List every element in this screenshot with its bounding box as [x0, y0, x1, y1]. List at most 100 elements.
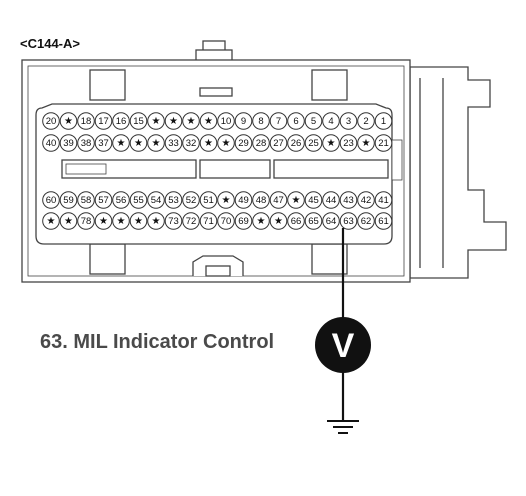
pin-number: 26 [291, 138, 302, 149]
pin-number: 4 [328, 116, 333, 127]
pin-number: 3 [346, 116, 351, 127]
pin-number: 27 [273, 138, 284, 149]
pin-cavity [234, 134, 253, 152]
pin-cavity [129, 134, 148, 152]
pin-number: 20 [46, 116, 57, 127]
pin-cavity [129, 212, 148, 230]
voltmeter-symbol: V [332, 327, 355, 365]
pin-number: 52 [186, 195, 197, 206]
pin-cavity [129, 112, 148, 130]
pin-number: 16 [116, 116, 127, 127]
pin-number: 57 [98, 195, 109, 206]
pin-unused-marker: ★ [117, 216, 126, 227]
pin-cavity [234, 112, 253, 130]
pin-number: 56 [116, 195, 127, 206]
pin-cavity [199, 134, 218, 152]
pin-cavity [94, 134, 113, 152]
pin-number: 44 [326, 195, 337, 206]
pin-number: 29 [238, 138, 249, 149]
pin-unused-marker: ★ [117, 138, 126, 149]
pin-cavity [357, 112, 375, 130]
pin-unused-marker: ★ [152, 216, 161, 227]
pin-number: 51 [203, 195, 214, 206]
pin-cavity [339, 191, 358, 209]
pin-unused-marker: ★ [134, 138, 143, 149]
pin-unused-marker: ★ [327, 138, 336, 149]
pin-number: 18 [81, 116, 92, 127]
ground-icon [327, 420, 359, 434]
pin-cavity [42, 112, 60, 130]
pin-cavity [164, 212, 183, 230]
pin-unused-marker: ★ [152, 116, 161, 127]
pin-number: 21 [378, 138, 389, 149]
pin-number: 78 [81, 216, 92, 227]
pin-number: 17 [98, 116, 109, 127]
pin-cavity [322, 212, 340, 230]
pin-number: 45 [308, 195, 319, 206]
pin-cavity [59, 191, 78, 209]
pin-cavity [77, 212, 95, 230]
pin-number: 70 [221, 216, 232, 227]
pin-unused-marker: ★ [362, 138, 371, 149]
side-clip [409, 66, 507, 279]
pin-cavity [199, 191, 218, 209]
pin-number: 69 [238, 216, 249, 227]
pin-cavity [322, 191, 340, 209]
pin-cavity [287, 112, 305, 130]
pin-number: 49 [238, 195, 249, 206]
pin-cavity [304, 191, 323, 209]
pin-number: 53 [168, 195, 179, 206]
pin-number: 15 [133, 116, 144, 127]
pin-cavity [164, 112, 183, 130]
pin-cavity [59, 212, 78, 230]
pin-number: 71 [203, 216, 214, 227]
pin-cavity [304, 134, 323, 152]
pin-cavity [339, 134, 358, 152]
pin-cavity [77, 134, 95, 152]
pin-cavity [252, 191, 270, 209]
pin-cavity [269, 134, 288, 152]
pin-cavity [234, 191, 253, 209]
pin-cavity [269, 191, 288, 209]
pin-cavity [304, 212, 323, 230]
pin-cavity [199, 112, 218, 130]
pin-number: 1 [381, 116, 386, 127]
pin-cavity [147, 112, 165, 130]
pin-number: 48 [256, 195, 267, 206]
voltmeter-icon: V [315, 317, 371, 373]
pin-cavity [199, 212, 218, 230]
pin-cavity [94, 191, 113, 209]
pin-unused-marker: ★ [64, 216, 73, 227]
pin-cavity [42, 134, 60, 152]
connector-body [21, 59, 411, 283]
pin-unused-marker: ★ [169, 116, 178, 127]
pin-cavity [374, 134, 393, 152]
pin-cavity [112, 112, 130, 130]
pin-number: 28 [256, 138, 267, 149]
signal-label: 63. MIL Indicator Control [40, 331, 274, 353]
pin-cavity [322, 134, 340, 152]
connector-label: <C144-A> [20, 36, 80, 51]
pin-number: 41 [378, 195, 389, 206]
pin-cavity [252, 212, 270, 230]
pin-number: 2 [363, 116, 368, 127]
pin-number: 65 [308, 216, 319, 227]
pin-number: 58 [81, 195, 92, 206]
pin-cavity [59, 134, 78, 152]
pin-cavity [112, 134, 130, 152]
pin-number: 38 [81, 138, 92, 149]
pin-number: 64 [326, 216, 337, 227]
pin-cavity [357, 191, 375, 209]
pin-cavity [129, 191, 148, 209]
pin-cavity [269, 212, 288, 230]
pin-number: 9 [241, 116, 246, 127]
pin-unused-marker: ★ [204, 116, 213, 127]
pin-cavity [357, 134, 375, 152]
pin-cavity [147, 191, 165, 209]
pin-cavity [322, 112, 340, 130]
pin-cavity [304, 112, 323, 130]
pin-cavity [182, 191, 200, 209]
pin-cavity [374, 212, 393, 230]
pin-unused-marker: ★ [204, 138, 213, 149]
